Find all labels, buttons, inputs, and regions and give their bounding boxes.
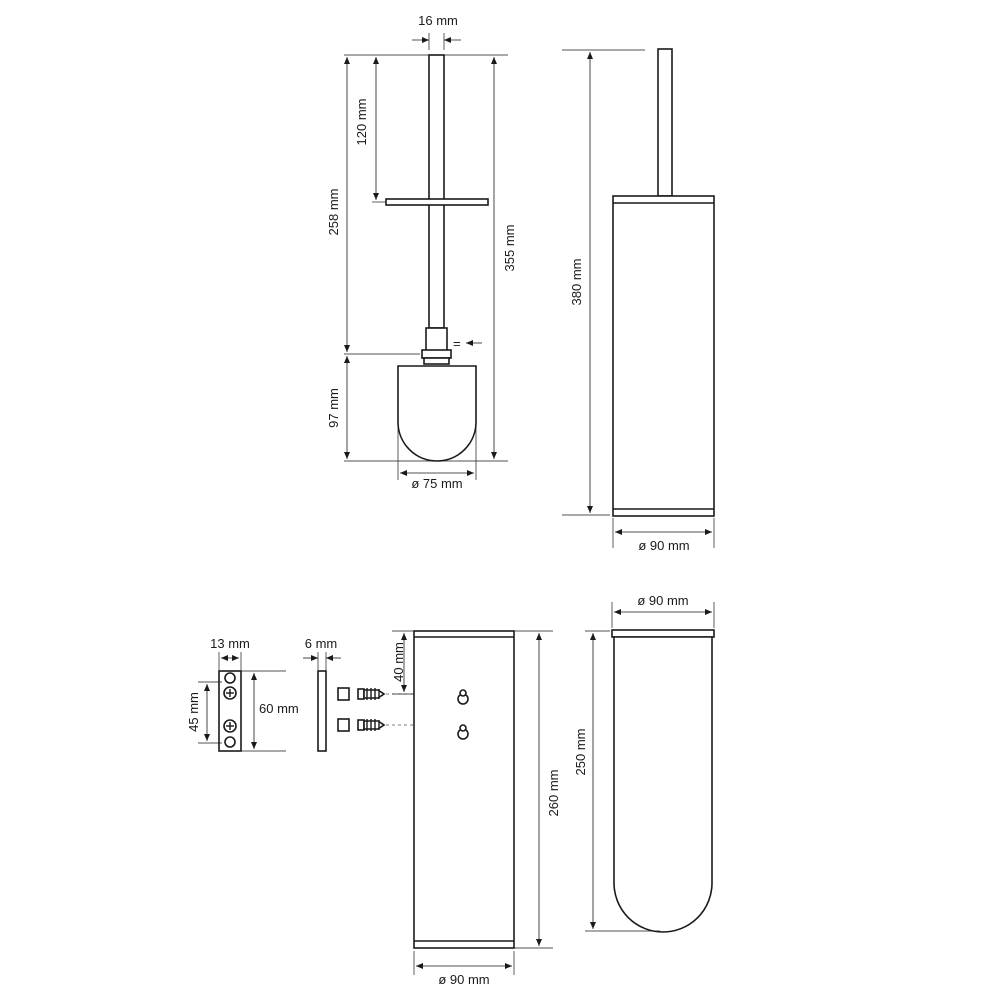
insert-cup	[613, 636, 713, 933]
dim-insert-height-label: 250 mm	[573, 729, 588, 776]
dim-lid-offset-label: 120 mm	[354, 99, 369, 146]
brush-ferrule	[425, 327, 448, 353]
mount-plate	[317, 670, 327, 752]
wall-bracket: 13 mm 45 mm 60 mm	[186, 636, 299, 752]
dim-head-height-label: 97 mm	[326, 388, 341, 428]
brush-handle	[428, 54, 445, 329]
bracket-hole-top	[224, 672, 236, 684]
bracket-hole-bottom	[224, 736, 236, 748]
container-rear: 260 mm ø 90 mm	[413, 630, 561, 987]
wall-plug-bottom	[337, 718, 350, 732]
holder-body	[612, 195, 715, 517]
screw-bottom	[357, 719, 386, 731]
keyhole-top	[457, 689, 469, 705]
dim-holder-height-label: 380 mm	[569, 259, 584, 306]
holder-handle	[657, 48, 673, 197]
brush-collar-base	[423, 357, 450, 365]
brush-head	[397, 365, 477, 462]
dim-holder-diameter-label: ø 90 mm	[638, 538, 689, 553]
dim-handle-length-label: 258 mm	[326, 189, 341, 236]
brush-collar	[421, 349, 452, 359]
brush-ferrule-mark: =	[453, 336, 461, 351]
screw-top	[357, 688, 386, 700]
assembled-holder: 380 mm ø 90 mm	[562, 48, 715, 553]
dim-container-height-label: 260 mm	[546, 770, 561, 817]
dim-handle-width-label: 16 mm	[418, 13, 458, 28]
dim-total-length-label: 355 mm	[502, 225, 517, 272]
dim-mount-offset-label: 40 mm	[391, 642, 406, 682]
mount-plate-side: 6 mm 40 mm	[303, 630, 478, 752]
dim-bracket-width-label: 13 mm	[210, 636, 250, 651]
dim-container-diameter-label: ø 90 mm	[438, 972, 489, 987]
dim-bracket-spacing-label: 45 mm	[186, 692, 201, 732]
insert-rim	[611, 629, 715, 638]
keyhole-bottom	[457, 724, 469, 740]
bracket-screw-top	[223, 686, 237, 700]
toilet-brush: = 16 mm 120 mm 258 mm 97 mm 355 mm ø 75 …	[326, 13, 517, 491]
dim-bracket-height-label: 60 mm	[259, 701, 299, 716]
wall-plug-top	[337, 687, 350, 701]
inner-insert: ø 90 mm 250 mm	[573, 593, 715, 933]
dim-plate-thickness-label: 6 mm	[305, 636, 338, 651]
brush-lid-disc	[385, 198, 489, 206]
container-body	[413, 630, 515, 949]
bracket-screw-bottom	[223, 719, 237, 733]
dim-head-diameter-label: ø 75 mm	[411, 476, 462, 491]
dim-insert-diameter-label: ø 90 mm	[637, 593, 688, 608]
